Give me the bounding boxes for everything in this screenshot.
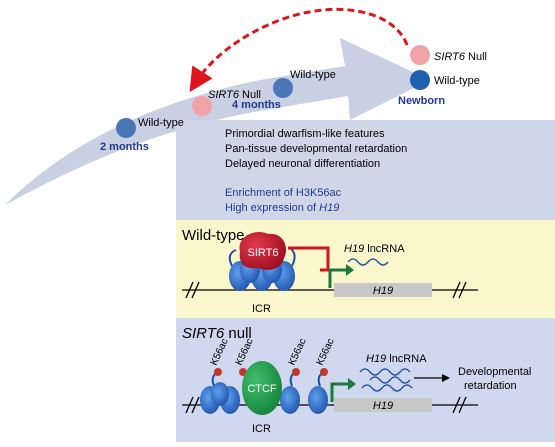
null-panel [176,318,555,442]
ctcf-protein [242,361,282,415]
null-icr-label: ICR [252,423,271,435]
dot-newborn-null [410,45,430,65]
phenotype-panel [176,120,555,220]
null-outcome-arrowhead [442,374,450,382]
label-newborn-null: SIRT6 Null [434,51,487,63]
label-4months-wt: Wild-type [290,69,336,81]
null-outcome-1: Developmental [458,366,531,378]
null-rna-label: H19 lncRNA [366,353,427,365]
age-4months: 4 months [232,99,281,111]
dot-4months-wt [273,78,293,98]
null-dna-break-left-2 [191,396,200,414]
wt-gene-box [334,283,432,297]
sirt6-label: SIRT6 [248,247,279,259]
wt-promoter-arrowhead [346,264,354,276]
wt-dna-break-left-2 [191,281,200,299]
wt-dna-break-left [185,281,194,299]
null-dna-break-right-2 [458,396,467,414]
dot-newborn-wt [410,70,430,90]
null-title: SIRT6 null [182,325,252,342]
phenotype-line-3: Delayed neuronal differentiation [225,158,380,170]
null-outcome-2: retardation [464,380,517,392]
null-rna-waves [359,368,413,392]
phenotype-line-2: Pan-tissue developmental retardation [225,143,407,155]
label-newborn-wt: Wild-type [434,75,480,87]
label-4months-null: SIRT6 Null [208,89,261,101]
sirt6-protein [239,232,287,270]
age-2months: 2 months [100,141,149,153]
wildtype-title: Wild-type [182,227,245,244]
null-gene-label: H19 [373,400,393,412]
wt-dna-break-right-2 [458,281,467,299]
molecular-line-2: High expression of H19 [225,202,339,214]
wt-inhibition-arrow [288,246,330,270]
null-promoter-arrowhead [348,378,356,390]
null-dna-break-left [185,396,194,414]
null-promoter-arrow [330,382,350,402]
null-gene-box [334,398,432,412]
wt-icr-label: ICR [252,303,271,315]
age-newborn: Newborn [398,95,445,107]
wt-rna-label: H19 lncRNA [344,243,405,255]
dot-4months-null [192,96,212,116]
null-dna-break-right [452,396,461,414]
dot-2months-wt [116,118,136,138]
label-2months-wt: Wild-type [138,117,184,129]
wt-rna-wave [347,258,389,266]
molecular-line-1: Enrichment of H3K56ac [225,187,342,199]
wt-gene-label: H19 [373,285,393,297]
wt-promoter-arrow [328,268,348,288]
null-nucleosomes [200,371,328,414]
ctcf-label: CTCF [247,383,277,395]
wt-dna-break-right [452,281,461,299]
phenotype-line-1: Primordial dwarfism-like features [225,128,385,140]
timeline-arrow [5,38,430,205]
